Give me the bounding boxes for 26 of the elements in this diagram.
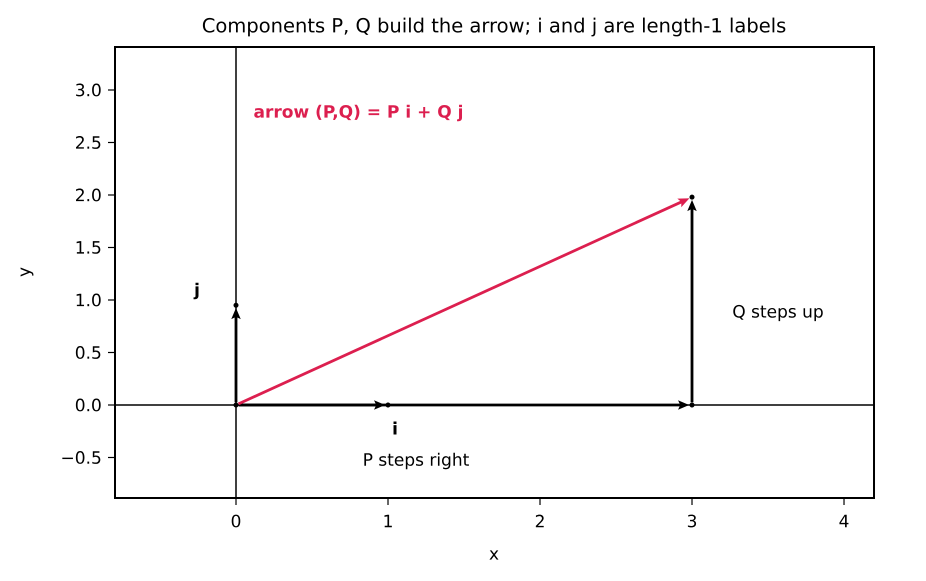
tick-label: 0.0: [76, 398, 101, 412]
tick-label: 1.5: [76, 241, 100, 254]
edge-label: P steps right: [362, 452, 470, 470]
tick-label: 0: [232, 514, 240, 528]
point: [234, 402, 238, 408]
edge-label: Q steps up: [731, 304, 825, 322]
tick-label: 1: [384, 514, 392, 528]
edge-label: i: [391, 420, 399, 436]
axis-title: x: [489, 550, 498, 560]
point: [690, 402, 694, 408]
tick-label: 3.0: [76, 84, 101, 96]
tick-label: 2.0: [76, 188, 101, 202]
point: [234, 302, 238, 308]
tick-label: 2.5: [76, 136, 100, 149]
point: [690, 194, 694, 200]
tick-label: 0.5: [76, 346, 100, 359]
tick-label: 1.0: [76, 294, 101, 306]
tick-label: −0.5: [62, 451, 100, 464]
point: [386, 402, 390, 408]
tick-label: 3: [688, 514, 696, 528]
tick-label: 2: [536, 514, 544, 528]
formula-label: arrow (P,Q) = P i + Q j: [254, 104, 462, 122]
tick-label: 4: [839, 514, 848, 528]
axis-title: y: [20, 267, 34, 277]
edge-label: j: [193, 282, 201, 300]
title: Components P, Q build the arrow; i and j are length-1 labels: [202, 18, 786, 36]
